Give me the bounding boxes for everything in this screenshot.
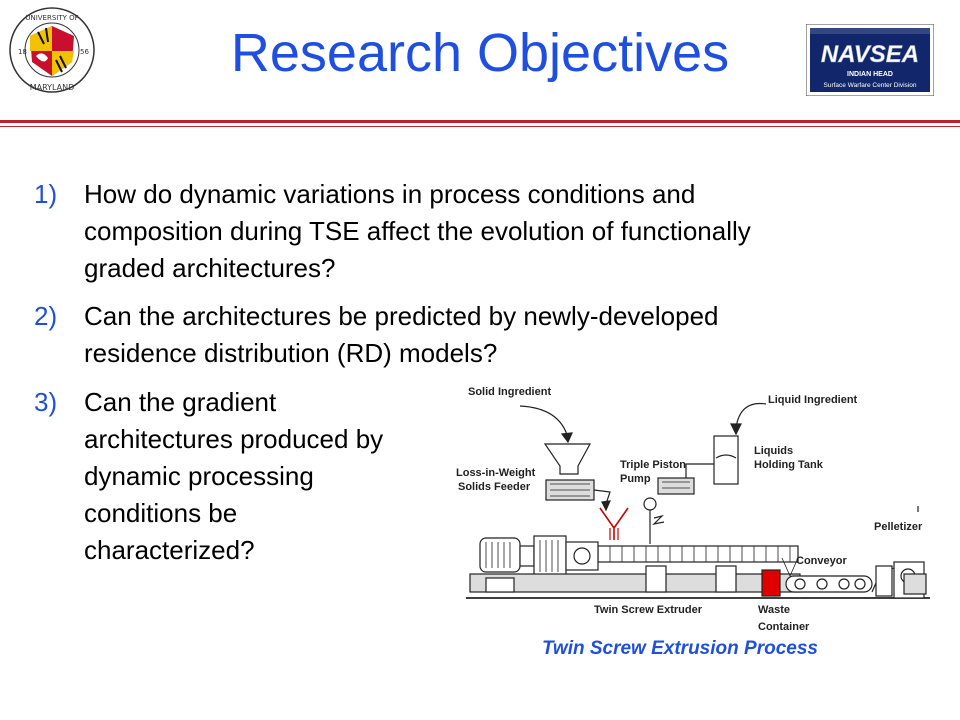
objective-text: How do dynamic variations in process con… [84, 179, 751, 283]
label-waste-container-1: Waste [758, 604, 790, 616]
svg-text:UNIVERSITY OF: UNIVERSITY OF [25, 14, 78, 22]
svg-text:56: 56 [80, 48, 89, 56]
label-loss-in-weight-1: Loss-in-Weight [456, 467, 536, 479]
label-triple-piston-pump-2: Pump [620, 473, 651, 485]
label-solid-ingredient: Solid Ingredient [468, 386, 552, 398]
label-triple-piston-pump-1: Triple Piston [620, 459, 687, 471]
twin-screw-extrusion-diagram [466, 402, 930, 599]
navsea-logo: NAVSEA INDIAN HEAD Surface Warfare Cente… [806, 24, 934, 96]
label-liquids-holding-tank-2: Holding Tank [754, 459, 823, 471]
label-loss-in-weight-2: Solids Feeder [458, 481, 531, 493]
objective-number: 3) [34, 387, 58, 417]
header-rule [0, 120, 960, 123]
header-rule-thin [0, 126, 960, 127]
label-pelletizer: Pelletizer [874, 521, 923, 533]
objective-number: 2) [34, 301, 58, 331]
label-liquid-ingredient: Liquid Ingredient [768, 394, 858, 406]
slide-title: Research Objectives [230, 23, 730, 83]
objective-text: Can the gradient architectures produced … [84, 387, 384, 565]
svg-text:INDIAN HEAD: INDIAN HEAD [847, 71, 893, 78]
label-liquids-holding-tank-1: Liquids [754, 445, 794, 457]
objective-text: Can the architectures be predicted by ne… [84, 301, 719, 368]
svg-text:NAVSEA: NAVSEA [821, 41, 919, 68]
university-of-maryland-seal: UNIVERSITY OF MARYLAND 18 56 [9, 7, 95, 93]
svg-text:Surface Warfare Center Divisio: Surface Warfare Center Division [824, 82, 917, 89]
objective-number: 1) [34, 179, 58, 209]
label-waste-container-2: Container [758, 621, 810, 633]
svg-text:MARYLAND: MARYLAND [30, 83, 75, 92]
diagram-caption: Twin Screw Extrusion Process [542, 638, 818, 659]
label-twin-screw-extruder: Twin Screw Extruder [594, 604, 702, 616]
svg-text:18: 18 [18, 48, 27, 56]
label-conveyor: Conveyor [796, 555, 847, 567]
